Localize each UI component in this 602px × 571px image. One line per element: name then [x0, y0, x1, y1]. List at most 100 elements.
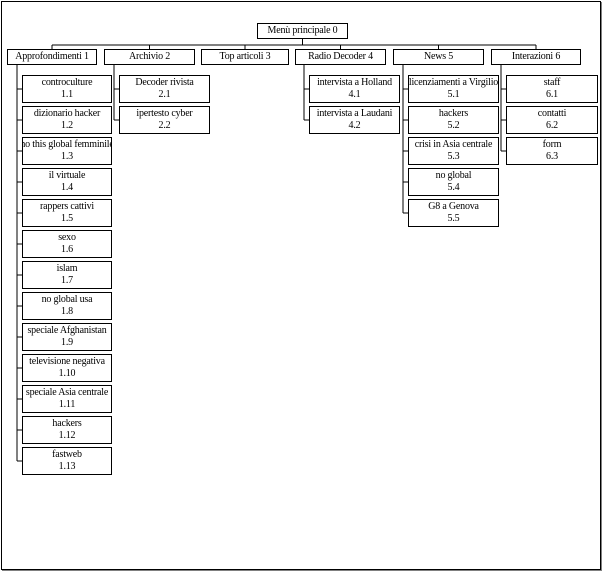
section-node-6-label: Interazioni [511, 51, 553, 62]
child-node-2.1-number: 2.1 [158, 89, 171, 100]
section-node-4[interactable]: Radio Decoder 4 [295, 49, 386, 65]
section-node-4-number: 4 [368, 51, 373, 62]
section-node-5-text: News 5 [424, 51, 453, 63]
section-node-3[interactable]: Top articoli 3 [201, 49, 289, 65]
child-node-1.3-number: 1.3 [61, 151, 73, 162]
section-node-6[interactable]: Interazioni 6 [491, 49, 581, 65]
child-node-5.2-number: 5.2 [447, 120, 460, 131]
child-node-5.5-label: G8 a Genova [428, 201, 479, 212]
section-node-3-label: Top articoli [219, 51, 264, 62]
child-node-1.6-label: sexo [58, 232, 76, 243]
child-node-1.10-label: televisione negativa [29, 356, 105, 367]
child-node-6.2-label: contatti [537, 108, 567, 119]
child-node-2.2-label: ipertesto cyber [136, 108, 193, 119]
section-node-6-number: 6 [555, 51, 561, 62]
section-node-3-text: Top articoli 3 [220, 51, 271, 63]
section-node-1[interactable]: Approfondimenti 1 [7, 49, 97, 65]
child-node-1.4-number: 1.4 [61, 182, 73, 193]
child-node-5.3-label: crisi in Asia centrale [414, 139, 493, 150]
child-node-1.8-number: 1.8 [61, 306, 73, 317]
child-node-5.3-number: 5.3 [447, 151, 460, 162]
child-node-1.10-number: 1.10 [58, 368, 76, 379]
child-node-5.4-number: 5.4 [447, 182, 460, 193]
child-node-1.1-number: 1.1 [61, 89, 73, 100]
child-node-1.13-number: 1.13 [58, 461, 76, 472]
child-node-1.2-number: 1.2 [61, 120, 73, 131]
child-node-1.1-label: controculture [41, 77, 93, 88]
child-node-6.1-label: staff [543, 77, 561, 88]
child-node-1.2-label: dizionario hacker [33, 108, 101, 119]
section-node-2-text: Archivio 2 [129, 51, 170, 63]
child-node-6.1-number: 6.1 [546, 89, 558, 100]
child-node-5.5-number: 5.5 [447, 213, 460, 224]
child-node-2.1-label: Decoder rivista [135, 77, 194, 88]
section-node-6-text: Interazioni 6 [512, 51, 560, 63]
child-node-1.12-number: 1.12 [58, 430, 76, 441]
section-node-5-number: 5 [448, 51, 454, 62]
section-node-2[interactable]: Archivio 2 [104, 49, 195, 65]
child-node-1.7-label: islam [56, 263, 78, 274]
child-node-1.11-number: 1.11 [58, 399, 76, 410]
child-node-5.2-label: hackers [438, 108, 469, 119]
child-node-1.11-label: speciale Asia centrale [25, 387, 109, 398]
section-node-4-text: Radio Decoder 4 [308, 51, 373, 63]
child-node-4.2-number: 4.2 [348, 120, 361, 131]
section-node-3-number: 3 [265, 51, 271, 62]
child-node-1.5-number: 1.5 [61, 213, 73, 224]
child-node-1.5-label: rappers cattivi [40, 201, 94, 212]
section-node-1-number: 1 [83, 51, 89, 62]
child-node-1.9-label: speciale Afghanistan [27, 325, 107, 336]
child-node-6.3-number: 6.3 [546, 151, 558, 162]
child-node-1.8-label: no global usa [41, 294, 93, 305]
child-node-1.7-number: 1.7 [61, 275, 73, 286]
child-node-2.2-number: 2.2 [158, 120, 171, 131]
child-node-1.13-label: fastweb [52, 449, 82, 460]
child-node-1.3-label: no this global femminile [22, 139, 112, 150]
section-node-2-number: 2 [165, 51, 171, 62]
section-node-1-label: Approfondimenti [15, 51, 82, 62]
root-node[interactable]: Menù principale 0 [257, 23, 348, 39]
child-node-1.12-label: hackers [52, 418, 82, 429]
child-node-4.2-label: intervista a Laudani [316, 108, 393, 119]
child-node-1.6-number: 1.6 [61, 244, 73, 255]
section-node-5-label: News [423, 51, 446, 62]
root-node-label: Menù principale [267, 25, 331, 36]
child-node-4.1-label: intervista a Holland [317, 77, 392, 88]
child-node-5.1-number: 5.1 [447, 89, 460, 100]
child-node-6.2-number: 6.2 [546, 120, 558, 131]
child-node-1.9-number: 1.9 [61, 337, 73, 348]
child-node-5.4-label: no global [435, 170, 472, 181]
section-node-5[interactable]: News 5 [393, 49, 484, 65]
child-node-5.1-label: licenziamenti a Virgilio [408, 77, 499, 88]
child-node-4.1-number: 4.1 [348, 89, 361, 100]
section-node-2-label: Archivio [128, 51, 163, 62]
child-node-1.4-label: il virtuale [48, 170, 86, 181]
section-node-1-text: Approfondimenti 1 [15, 51, 89, 63]
